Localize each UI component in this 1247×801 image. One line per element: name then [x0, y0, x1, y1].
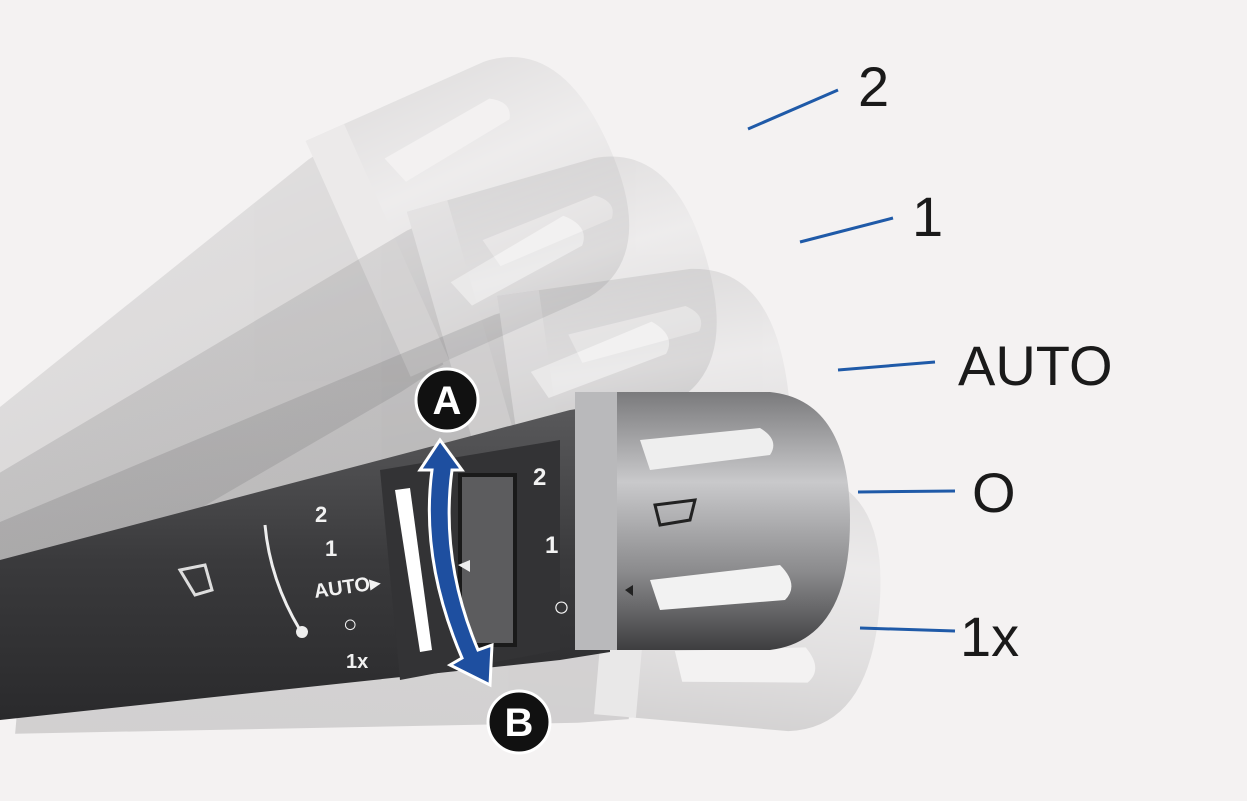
position-label-auto: AUTO: [958, 334, 1113, 397]
badge-b: B: [486, 689, 552, 755]
badge-a: A: [414, 367, 480, 433]
position-label-2: 2: [858, 55, 889, 118]
washer-icon: [653, 498, 697, 527]
rear-wiper-icon: [177, 563, 214, 597]
ring-label-1: 1: [325, 536, 337, 561]
ring-window: [458, 473, 517, 647]
position-label-1x: 1x: [960, 605, 1019, 668]
position-label-off: O: [972, 461, 1016, 524]
speed-indicator-bar: [395, 488, 432, 652]
ring-label-off: ○: [343, 611, 358, 638]
callout-lines: [747, 88, 956, 633]
svg-text:A: A: [433, 379, 462, 423]
ring-label-right-2: 2: [533, 464, 546, 491]
svg-text:B: B: [505, 701, 534, 745]
rotate-ring-arrow-icon: [417, 437, 494, 688]
ring-label-right-1: 1: [545, 532, 558, 559]
ring-label-1x: 1x: [346, 651, 368, 673]
ring-pointer-icon: [458, 560, 470, 572]
ring-label-right-off: ○: [553, 591, 570, 622]
rotation-arrow-icon: [263, 524, 302, 631]
position-label-1: 1: [912, 185, 943, 248]
ring-label-2: 2: [315, 502, 327, 527]
